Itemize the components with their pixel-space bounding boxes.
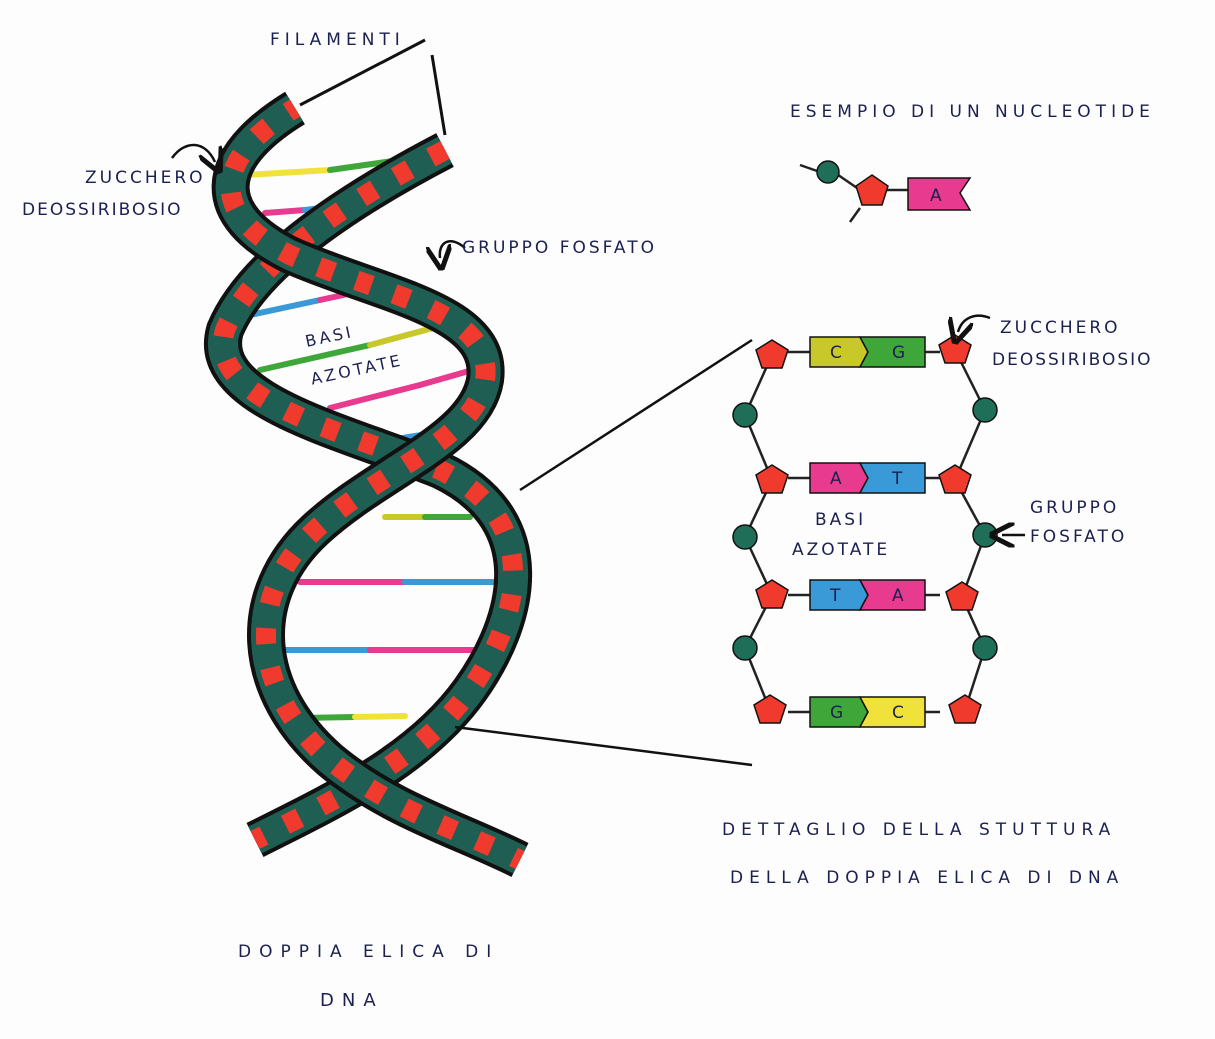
label-azotate-right: AZOTATE	[792, 540, 890, 560]
base-left-letter: C	[830, 343, 842, 363]
ladder-backbone	[745, 350, 985, 710]
label-dettaglio-line1: DETTAGLIO DELLA STUTTURA	[722, 820, 1116, 840]
base-left-letter: G	[830, 703, 843, 723]
label-gruppo-right: GRUPPO	[1030, 498, 1119, 518]
base-left-letter: T	[829, 586, 841, 606]
ladder-sugars	[754, 335, 981, 723]
ladder-base-pairs: C G A T T A G C	[788, 337, 940, 727]
label-basi-right: BASI	[815, 510, 866, 530]
base-right-letter: G	[892, 343, 905, 363]
nucleotide-sugar	[856, 175, 888, 205]
label-zucchero-right: ZUCCHERO	[1000, 318, 1121, 338]
label-doppia-elica: DOPPIA ELICA DI	[238, 942, 499, 962]
label-zucchero-left: ZUCCHERO	[85, 168, 206, 188]
label-deossiribosio-left: DEOSSIRIBOSIO	[22, 200, 183, 220]
label-esempio-nucleotide: ESEMPIO DI UN NUCLEOTIDE	[790, 102, 1155, 122]
label-filamenti: FILAMENTI	[270, 30, 405, 50]
base-right-letter: C	[892, 703, 904, 723]
label-fosfato-right: FOSFATO	[1030, 527, 1127, 547]
label-deossiribosio-right: DEOSSIRIBOSIO	[992, 350, 1153, 370]
filament-leader-lines	[300, 40, 445, 135]
label-gruppo-fosfato-left: GRUPPO FOSFATO	[462, 238, 657, 258]
base-right-letter: T	[891, 469, 903, 489]
label-dettaglio-line2: DELLA DOPPIA ELICA DI DNA	[730, 868, 1124, 888]
base-right-letter: A	[892, 586, 904, 606]
nucleotide-base-letter: A	[930, 186, 942, 206]
label-dna: DNA	[320, 990, 384, 1011]
base-left-letter: A	[830, 469, 842, 489]
nucleotide-example: A	[800, 161, 970, 222]
nucleotide-phosphate	[817, 161, 839, 183]
